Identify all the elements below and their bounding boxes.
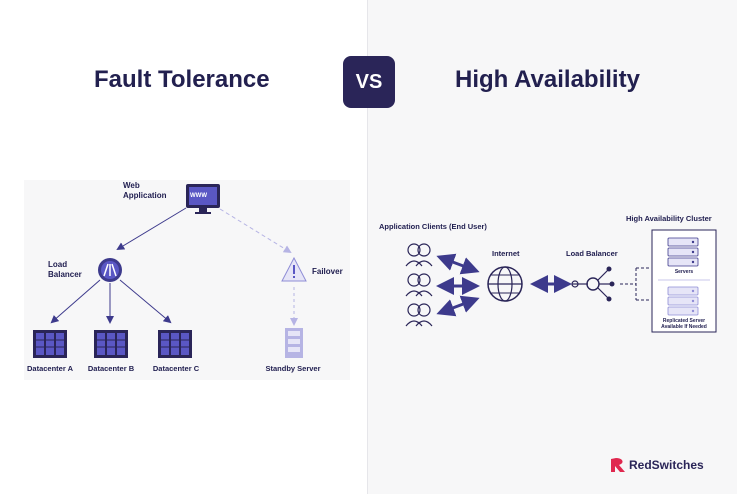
arrow-web-to-lb bbox=[116, 207, 187, 251]
client-group-3-icon bbox=[405, 303, 433, 327]
datacenter-c-icon bbox=[158, 330, 192, 358]
application-clients-label: Application Clients (End User) bbox=[379, 222, 487, 231]
fault-tolerance-title: Fault Tolerance bbox=[94, 66, 270, 93]
replicated-server-label: Replicated Server Available If Needed bbox=[661, 318, 707, 330]
arrow-clients3-internet bbox=[436, 295, 480, 317]
standby-server-label: Standby Server bbox=[265, 364, 321, 373]
web-monitor-icon bbox=[186, 184, 220, 214]
client-group-2-icon bbox=[405, 273, 433, 297]
replicated-server-icon bbox=[667, 286, 699, 316]
panel-divider bbox=[367, 0, 368, 494]
load-balancer-icon bbox=[98, 258, 122, 282]
high-availability-title: High Availability bbox=[455, 66, 640, 93]
ha-load-balancer-icon bbox=[571, 266, 615, 302]
cluster-connector bbox=[620, 267, 650, 301]
ha-load-balancer-label: Load Balancer bbox=[566, 249, 618, 258]
redswitches-logo-icon bbox=[611, 458, 625, 472]
brand: RedSwitches bbox=[611, 458, 704, 472]
arrow-lb-to-dc-c bbox=[119, 279, 172, 324]
standby-server-icon bbox=[285, 328, 303, 358]
client-group-1-icon bbox=[405, 243, 433, 267]
internet-label: Internet bbox=[492, 249, 520, 258]
arrow-lb-to-dc-a bbox=[50, 279, 101, 324]
datacenter-b-label: Datacenter B bbox=[87, 364, 135, 373]
arrow-clients1-internet bbox=[436, 253, 480, 275]
web-application-label: Web Application bbox=[123, 181, 167, 200]
warning-icon bbox=[281, 256, 307, 282]
servers-rack-icon bbox=[667, 237, 699, 267]
globe-icon bbox=[487, 266, 523, 302]
failover-label: Failover bbox=[312, 267, 343, 276]
vs-badge: VS bbox=[343, 56, 395, 108]
ha-cluster-label: High Availability Cluster bbox=[626, 214, 712, 223]
monitor-www-text: WWW bbox=[190, 193, 207, 199]
datacenter-c-label: Datacenter C bbox=[152, 364, 200, 373]
load-balancer-label: Load Balancer bbox=[48, 260, 82, 279]
datacenter-b-icon bbox=[94, 330, 128, 358]
brand-name: RedSwitches bbox=[629, 458, 704, 472]
datacenter-a-icon bbox=[33, 330, 67, 358]
servers-label: Servers bbox=[674, 269, 694, 275]
datacenter-a-label: Datacenter A bbox=[27, 364, 73, 373]
